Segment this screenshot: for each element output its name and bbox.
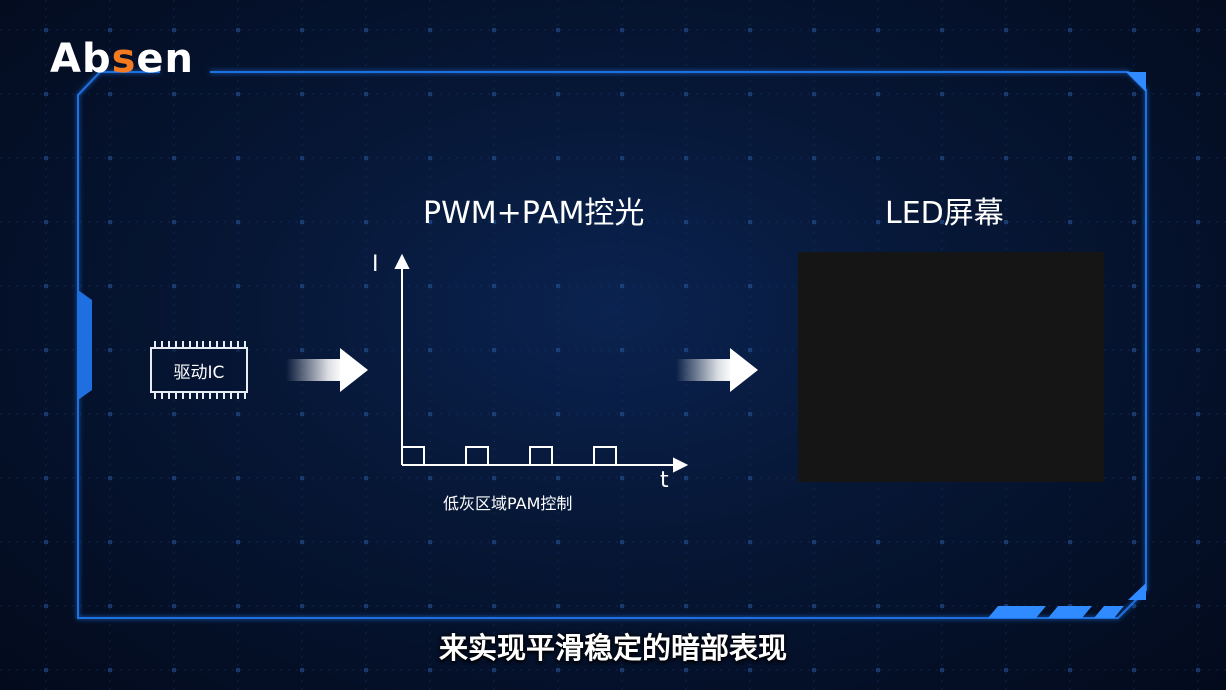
arrow-right (676, 348, 758, 392)
driver-ic-chip: 驱动IC (150, 347, 248, 393)
frame-bottom-right-corner (1128, 583, 1146, 600)
frame-bottom-bars (988, 606, 1124, 618)
frame-top-right-corner (1126, 72, 1146, 92)
pulse-chart (394, 253, 689, 473)
y-axis-arrowhead (394, 253, 410, 269)
subtitle: 来实现平滑稳定的暗部表现 (438, 631, 787, 665)
led-screen (798, 252, 1104, 482)
chip-pins-bottom (154, 393, 246, 399)
led-screen-title: LED屏幕 (885, 196, 1004, 231)
x-axis-arrowhead (673, 457, 689, 473)
driver-ic-label: 驱动IC (173, 362, 225, 383)
x-axis-label: t (660, 468, 669, 493)
frame-left-notch (78, 290, 92, 400)
chip-pins-top (154, 341, 246, 347)
pulse-train (401, 446, 617, 466)
absen-logo: Absen (50, 36, 195, 82)
pam-caption: 低灰区域PAM控制 (443, 494, 573, 513)
arrow-left (286, 348, 368, 392)
pwm-pam-title: PWM+PAM控光 (423, 196, 645, 231)
y-axis-label: I (372, 252, 379, 277)
